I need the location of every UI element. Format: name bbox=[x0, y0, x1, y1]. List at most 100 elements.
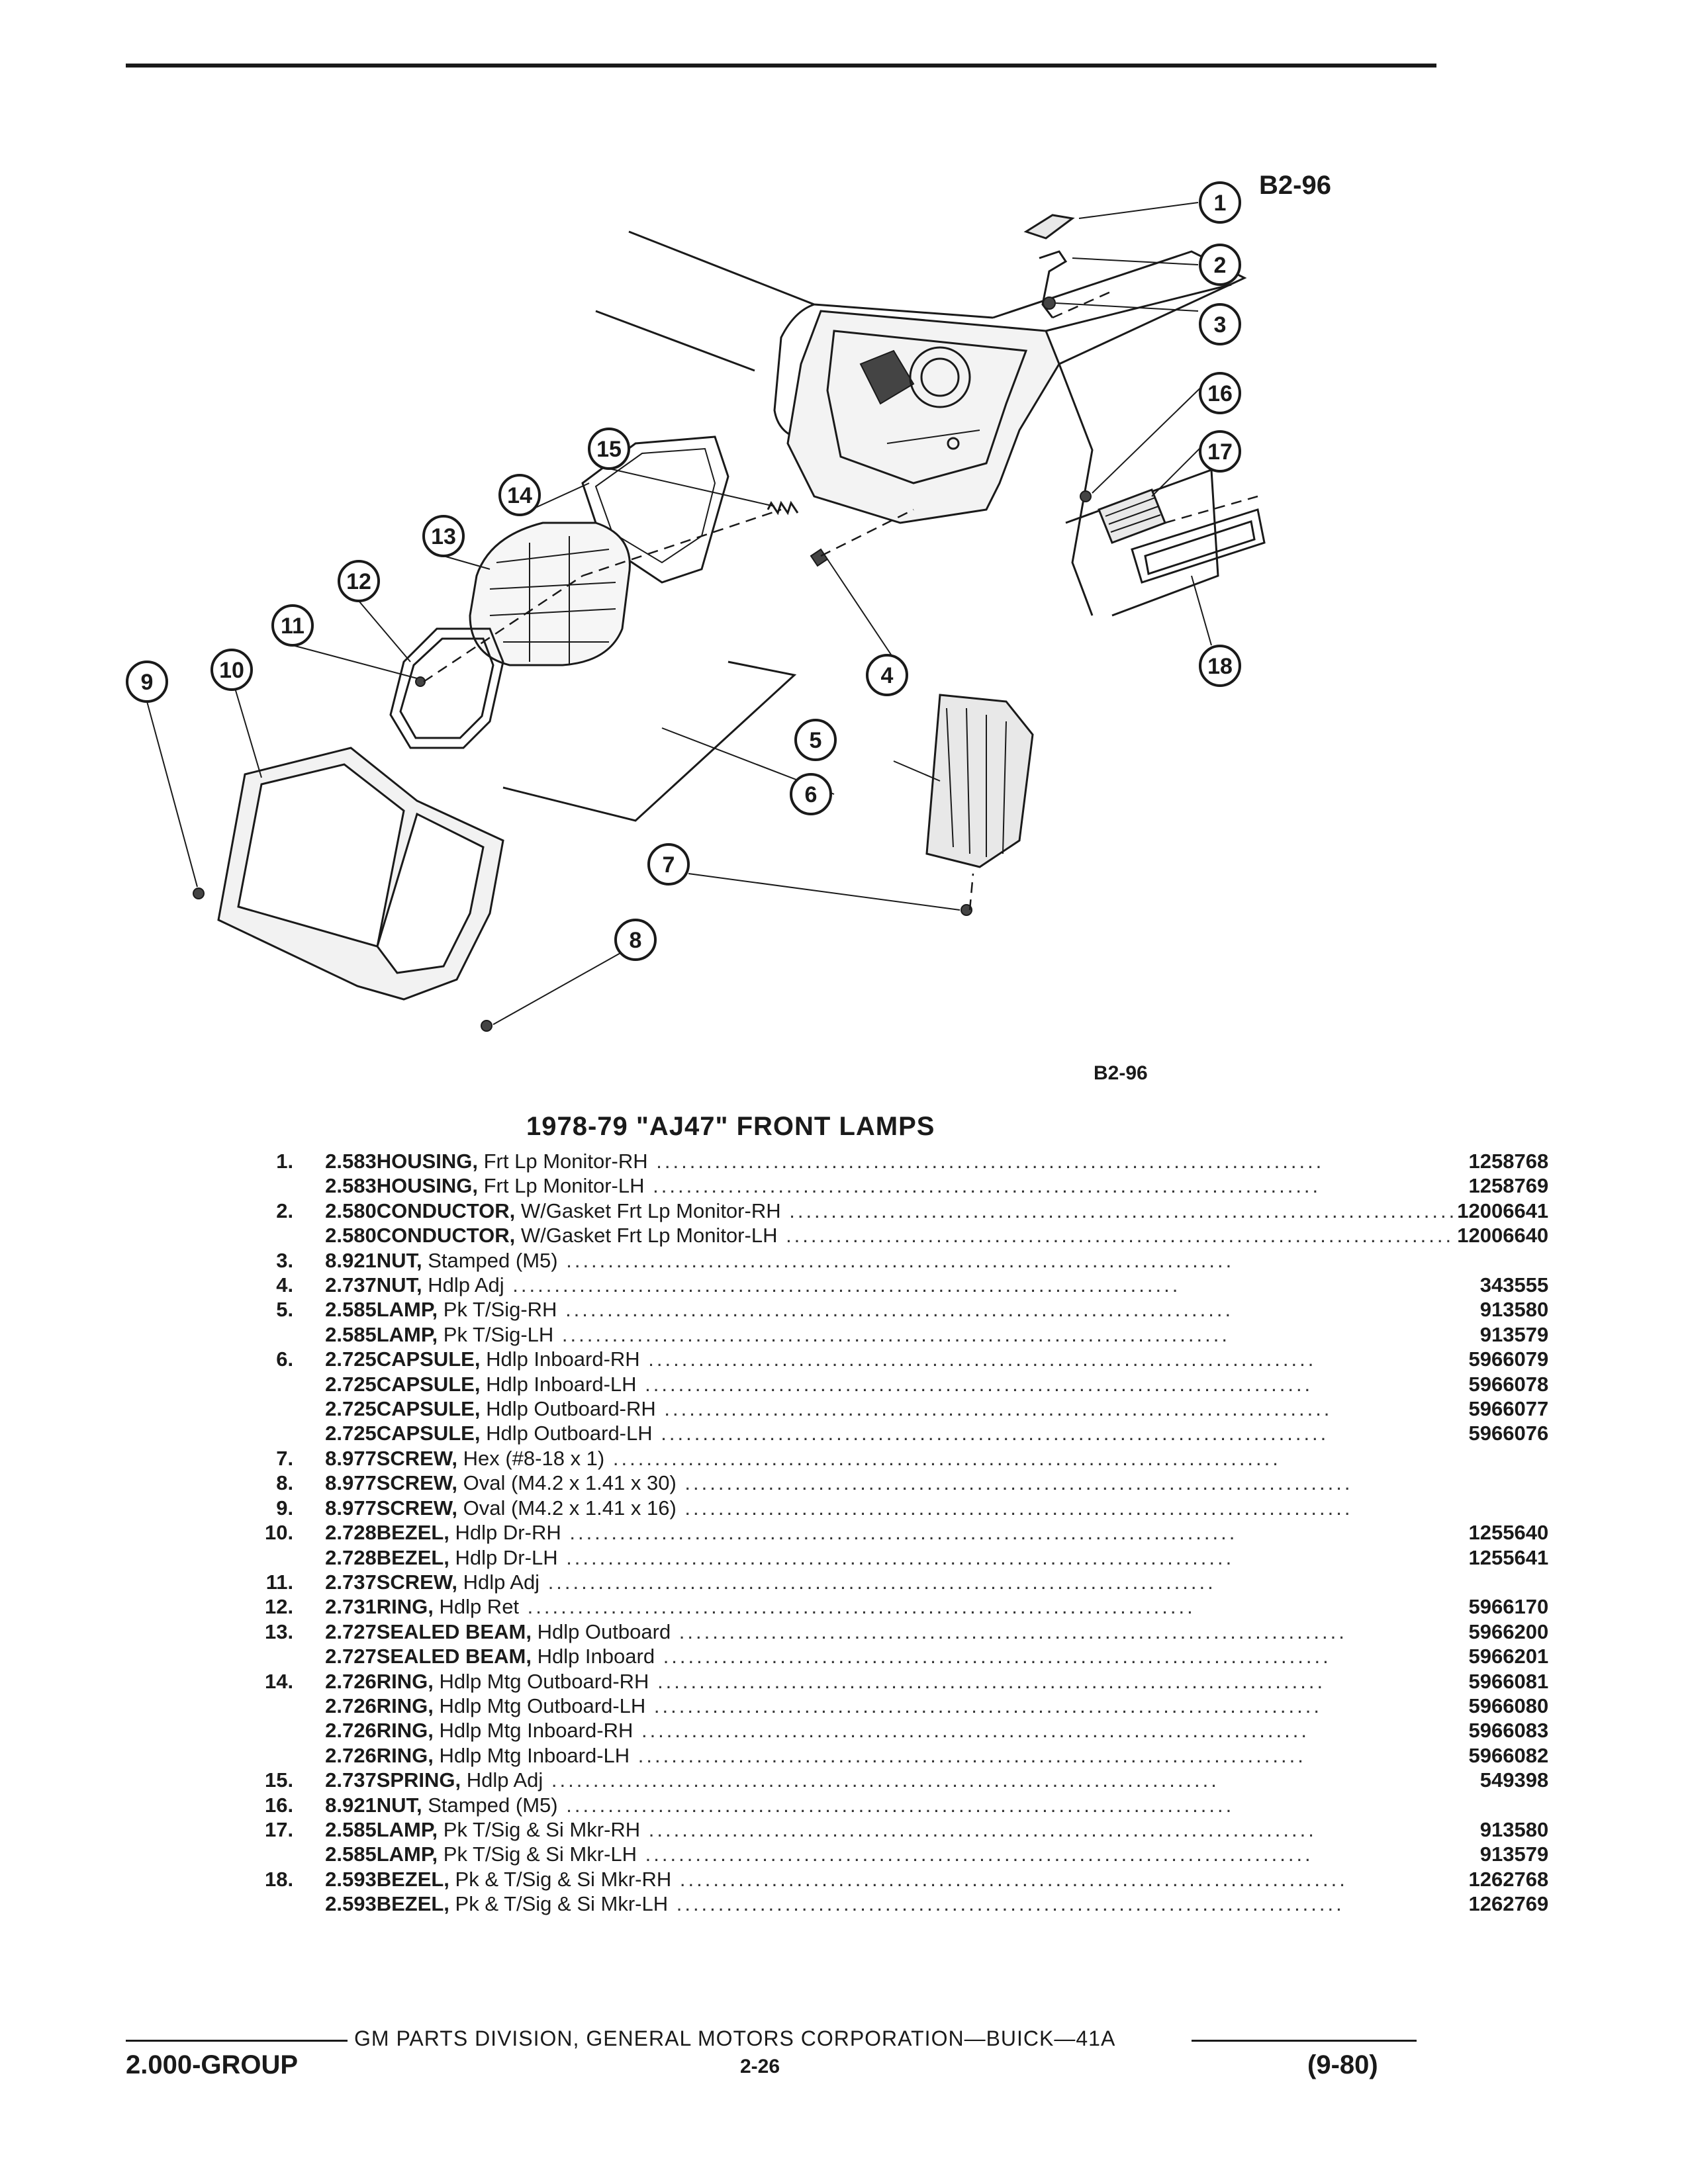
dot-leader: ........................................… bbox=[636, 1372, 1313, 1396]
dot-leader: ........................................… bbox=[655, 1397, 1333, 1421]
dot-leader: ........................................… bbox=[557, 1248, 1235, 1272]
item-number: 7. bbox=[276, 1446, 294, 1470]
item-number: 8. bbox=[276, 1471, 294, 1495]
part-name: CAPSULE, bbox=[376, 1397, 481, 1421]
part-detail: Hdlp Mtg Outboard-RH bbox=[439, 1669, 649, 1693]
part-detail: Pk T/Sig-RH bbox=[443, 1298, 557, 1322]
part-detail: Hdlp Outboard-RH bbox=[486, 1397, 656, 1421]
part-name: RING, bbox=[376, 1743, 434, 1767]
group-number: 8.921 bbox=[325, 1248, 377, 1272]
group-number: 2.726 bbox=[325, 1694, 377, 1717]
part-description: NUT, Stamped (M5) ......................… bbox=[377, 1793, 1458, 1817]
item-number: 4. bbox=[276, 1273, 294, 1297]
svg-text:4: 4 bbox=[881, 663, 894, 688]
dot-leader: ........................................… bbox=[633, 1719, 1309, 1743]
part-name: CAPSULE, bbox=[376, 1372, 481, 1396]
item-number bbox=[265, 1718, 325, 1743]
part-description: SEALED BEAM, Hdlp Outboard .............… bbox=[377, 1619, 1458, 1644]
part-number bbox=[1457, 1496, 1548, 1520]
dot-leader: ........................................… bbox=[557, 1298, 1234, 1322]
part-name: CONDUCTOR, bbox=[376, 1199, 516, 1222]
group-number: 2.580 bbox=[325, 1199, 377, 1222]
part-description: CONDUCTOR, W/Gasket Frt Lp Monitor-LH ..… bbox=[377, 1223, 1458, 1248]
svg-text:18: 18 bbox=[1207, 654, 1233, 679]
svg-text:7: 7 bbox=[663, 852, 675, 878]
part-name: HOUSING, bbox=[376, 1174, 478, 1198]
part-detail: Pk T/Sig & Si Mkr-RH bbox=[443, 1817, 641, 1841]
callout-10: 10 bbox=[211, 649, 253, 691]
dot-leader: ........................................… bbox=[671, 1619, 1347, 1643]
dot-leader: ........................................… bbox=[640, 1817, 1317, 1841]
dot-leader: ........................................… bbox=[519, 1595, 1196, 1619]
part-name: CAPSULE, bbox=[376, 1422, 481, 1445]
part-detail: Hdlp Dr-RH bbox=[455, 1521, 561, 1545]
item-number: 12. bbox=[265, 1595, 294, 1619]
dot-leader: ........................................… bbox=[671, 1867, 1348, 1891]
part-description: SPRING, Hdlp Adj .......................… bbox=[377, 1768, 1458, 1792]
diagram-reference-bottom: B2-96 bbox=[1094, 1062, 1148, 1084]
part-number: 5966083 bbox=[1468, 1719, 1549, 1743]
dot-leader: ........................................… bbox=[630, 1743, 1306, 1767]
side-marker-lamp bbox=[1098, 488, 1166, 544]
footer-group-label: 2.000-GROUP bbox=[126, 2050, 299, 2079]
alignment-lines bbox=[423, 290, 1258, 911]
side-marker-bezel bbox=[1131, 508, 1266, 584]
part-detail: Hdlp Mtg Outboard-LH bbox=[439, 1694, 646, 1717]
part-detail: Pk & T/Sig & Si Mkr-RH bbox=[455, 1867, 672, 1891]
group-number: 8.977 bbox=[325, 1471, 377, 1495]
group-number: 2.583 bbox=[325, 1150, 377, 1173]
part-name: BEZEL, bbox=[376, 1867, 449, 1891]
part-description: RING, Hdlp Mtg Inboard-LH ..............… bbox=[377, 1743, 1458, 1768]
part-detail: Hdlp Outboard-LH bbox=[486, 1422, 653, 1445]
part-number: 913580 bbox=[1479, 1298, 1549, 1322]
group-number: 2.727 bbox=[325, 1645, 377, 1668]
callout-2: 2 bbox=[1199, 244, 1241, 286]
dot-leader: ........................................… bbox=[543, 1768, 1219, 1792]
svg-text:2: 2 bbox=[1214, 253, 1227, 278]
svg-text:8: 8 bbox=[630, 928, 642, 953]
callout-1: 1 bbox=[1199, 181, 1241, 224]
part-description: NUT, Stamped (M5) ......................… bbox=[377, 1248, 1458, 1273]
svg-text:5: 5 bbox=[810, 728, 822, 753]
group-number: 2.726 bbox=[325, 1743, 377, 1767]
part-detail: Frt Lp Monitor-LH bbox=[483, 1174, 645, 1198]
part-number bbox=[1457, 1570, 1548, 1594]
part-number: 343555 bbox=[1479, 1273, 1549, 1297]
part-description: BEZEL, Pk & T/Sig & Si Mkr-LH ..........… bbox=[377, 1891, 1458, 1916]
part-description: LAMP, Pk T/Sig-RH ......................… bbox=[377, 1297, 1458, 1322]
adjusting-nut bbox=[810, 548, 829, 567]
item-number bbox=[265, 1644, 325, 1668]
part-detail: Hdlp Adj bbox=[463, 1570, 540, 1594]
part-description: HOUSING, Frt Lp Monitor-LH .............… bbox=[377, 1173, 1458, 1198]
part-number: 5966080 bbox=[1468, 1694, 1549, 1717]
part-description: NUT, Hdlp Adj ..........................… bbox=[377, 1273, 1458, 1297]
group-number: 2.593 bbox=[325, 1892, 377, 1916]
item-number bbox=[265, 1694, 325, 1718]
svg-text:13: 13 bbox=[431, 524, 456, 549]
sealed-beam-lamp bbox=[469, 522, 631, 666]
dot-leader: ........................................… bbox=[647, 1150, 1325, 1173]
item-number: 2. bbox=[276, 1199, 294, 1222]
group-number: 2.585 bbox=[325, 1298, 377, 1322]
monitor-nut bbox=[1043, 296, 1056, 310]
dot-leader: ........................................… bbox=[604, 1446, 1281, 1470]
part-detail: Oval (M4.2 x 1.41 x 16) bbox=[463, 1496, 677, 1520]
callout-15: 15 bbox=[588, 428, 630, 470]
svg-text:11: 11 bbox=[281, 614, 305, 639]
item-number: 9. bbox=[276, 1496, 294, 1520]
item-number: 18. bbox=[265, 1867, 294, 1891]
item-number bbox=[265, 1545, 325, 1570]
part-description: CAPSULE, Hdlp Inboard-LH ...............… bbox=[377, 1372, 1458, 1396]
part-detail: Hdlp Inboard-RH bbox=[486, 1347, 640, 1371]
part-detail: Hex (#8-18 x 1) bbox=[463, 1446, 605, 1470]
svg-text:15: 15 bbox=[596, 437, 622, 462]
part-detail: W/Gasket Frt Lp Monitor-LH bbox=[520, 1224, 778, 1248]
